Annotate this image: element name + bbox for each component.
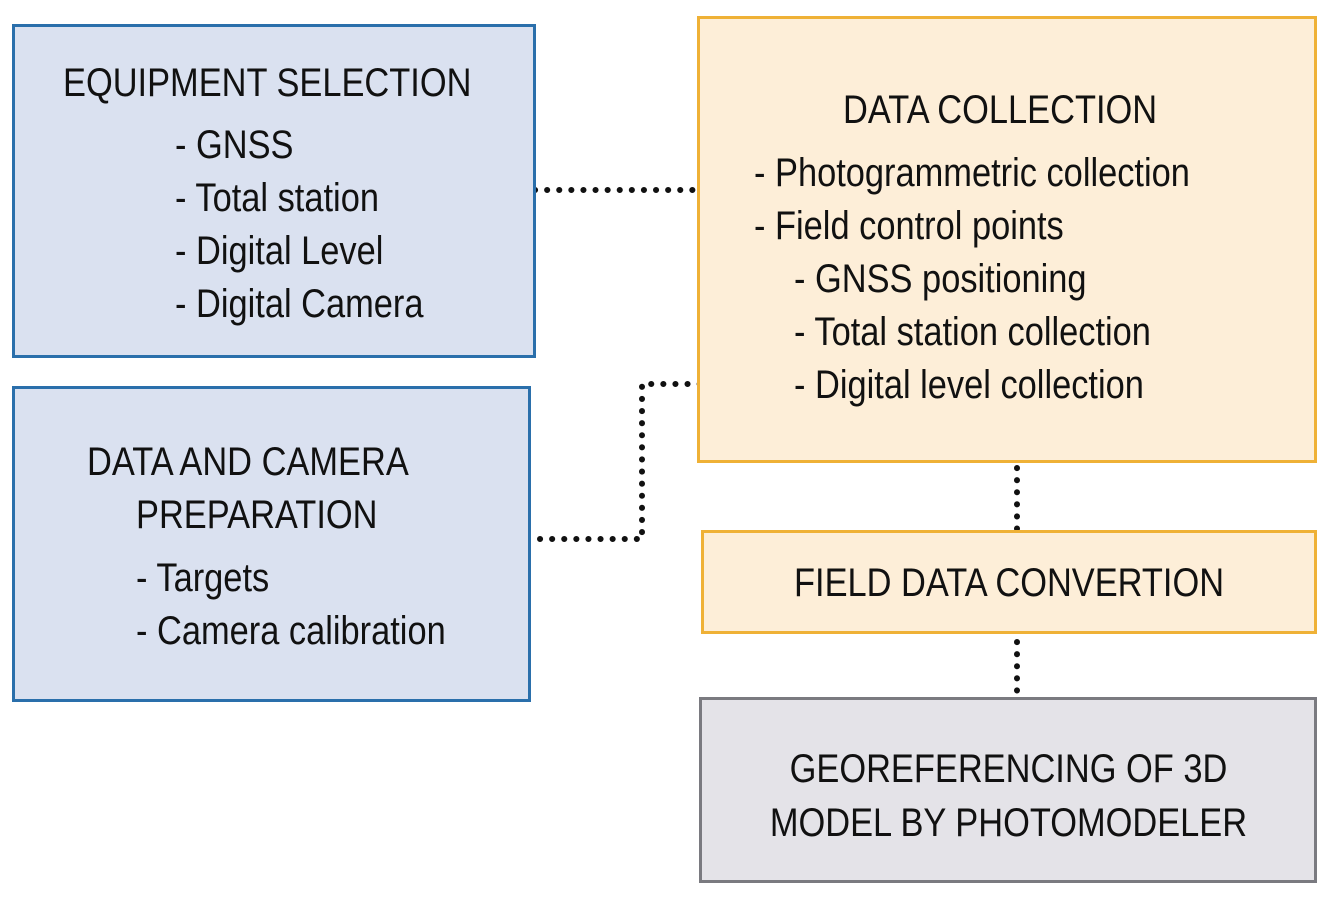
georeferencing-title-line2: MODEL BY PHOTOMODELER — [769, 801, 1247, 845]
data-camera-preparation-box: DATA AND CAMERA PREPARATION - Targets - … — [12, 386, 531, 702]
data-collection-box: DATA COLLECTION - Photogrammetric collec… — [697, 16, 1317, 463]
data-collection-item: - Field control points — [754, 204, 1064, 248]
data-collection-title: DATA COLLECTION — [843, 88, 1158, 132]
equipment-selection-title: EQUIPMENT SELECTION — [63, 61, 472, 105]
connector-preparation-to-collection — [537, 381, 711, 542]
equipment-item: - Digital Camera — [175, 282, 424, 326]
data-collection-sub-item: - Digital level collection — [794, 363, 1144, 407]
equipment-selection-box: EQUIPMENT SELECTION - GNSS - Total stati… — [12, 24, 536, 358]
preparation-item: - Targets — [136, 556, 270, 600]
georeferencing-title-line1: GEOREFERENCING OF 3D — [789, 747, 1227, 791]
data-collection-sub-item: - GNSS positioning — [794, 257, 1087, 301]
equipment-item: - Total station — [175, 176, 379, 220]
equipment-item: - Digital Level — [175, 229, 384, 273]
field-data-conversion-box: FIELD DATA CONVERTION — [701, 530, 1317, 634]
field-data-conversion-title: FIELD DATA CONVERTION — [793, 561, 1225, 605]
georeferencing-box: GEOREFERENCING OF 3D MODEL BY PHOTOMODEL… — [699, 697, 1317, 883]
data-collection-item: - Photogrammetric collection — [754, 151, 1190, 195]
preparation-item: - Camera calibration — [136, 609, 446, 653]
equipment-item: - GNSS — [175, 123, 294, 167]
data-collection-sub-item: - Total station collection — [794, 310, 1151, 354]
preparation-title-line1: DATA AND CAMERA — [87, 440, 409, 484]
preparation-title-line2: PREPARATION — [136, 493, 378, 537]
